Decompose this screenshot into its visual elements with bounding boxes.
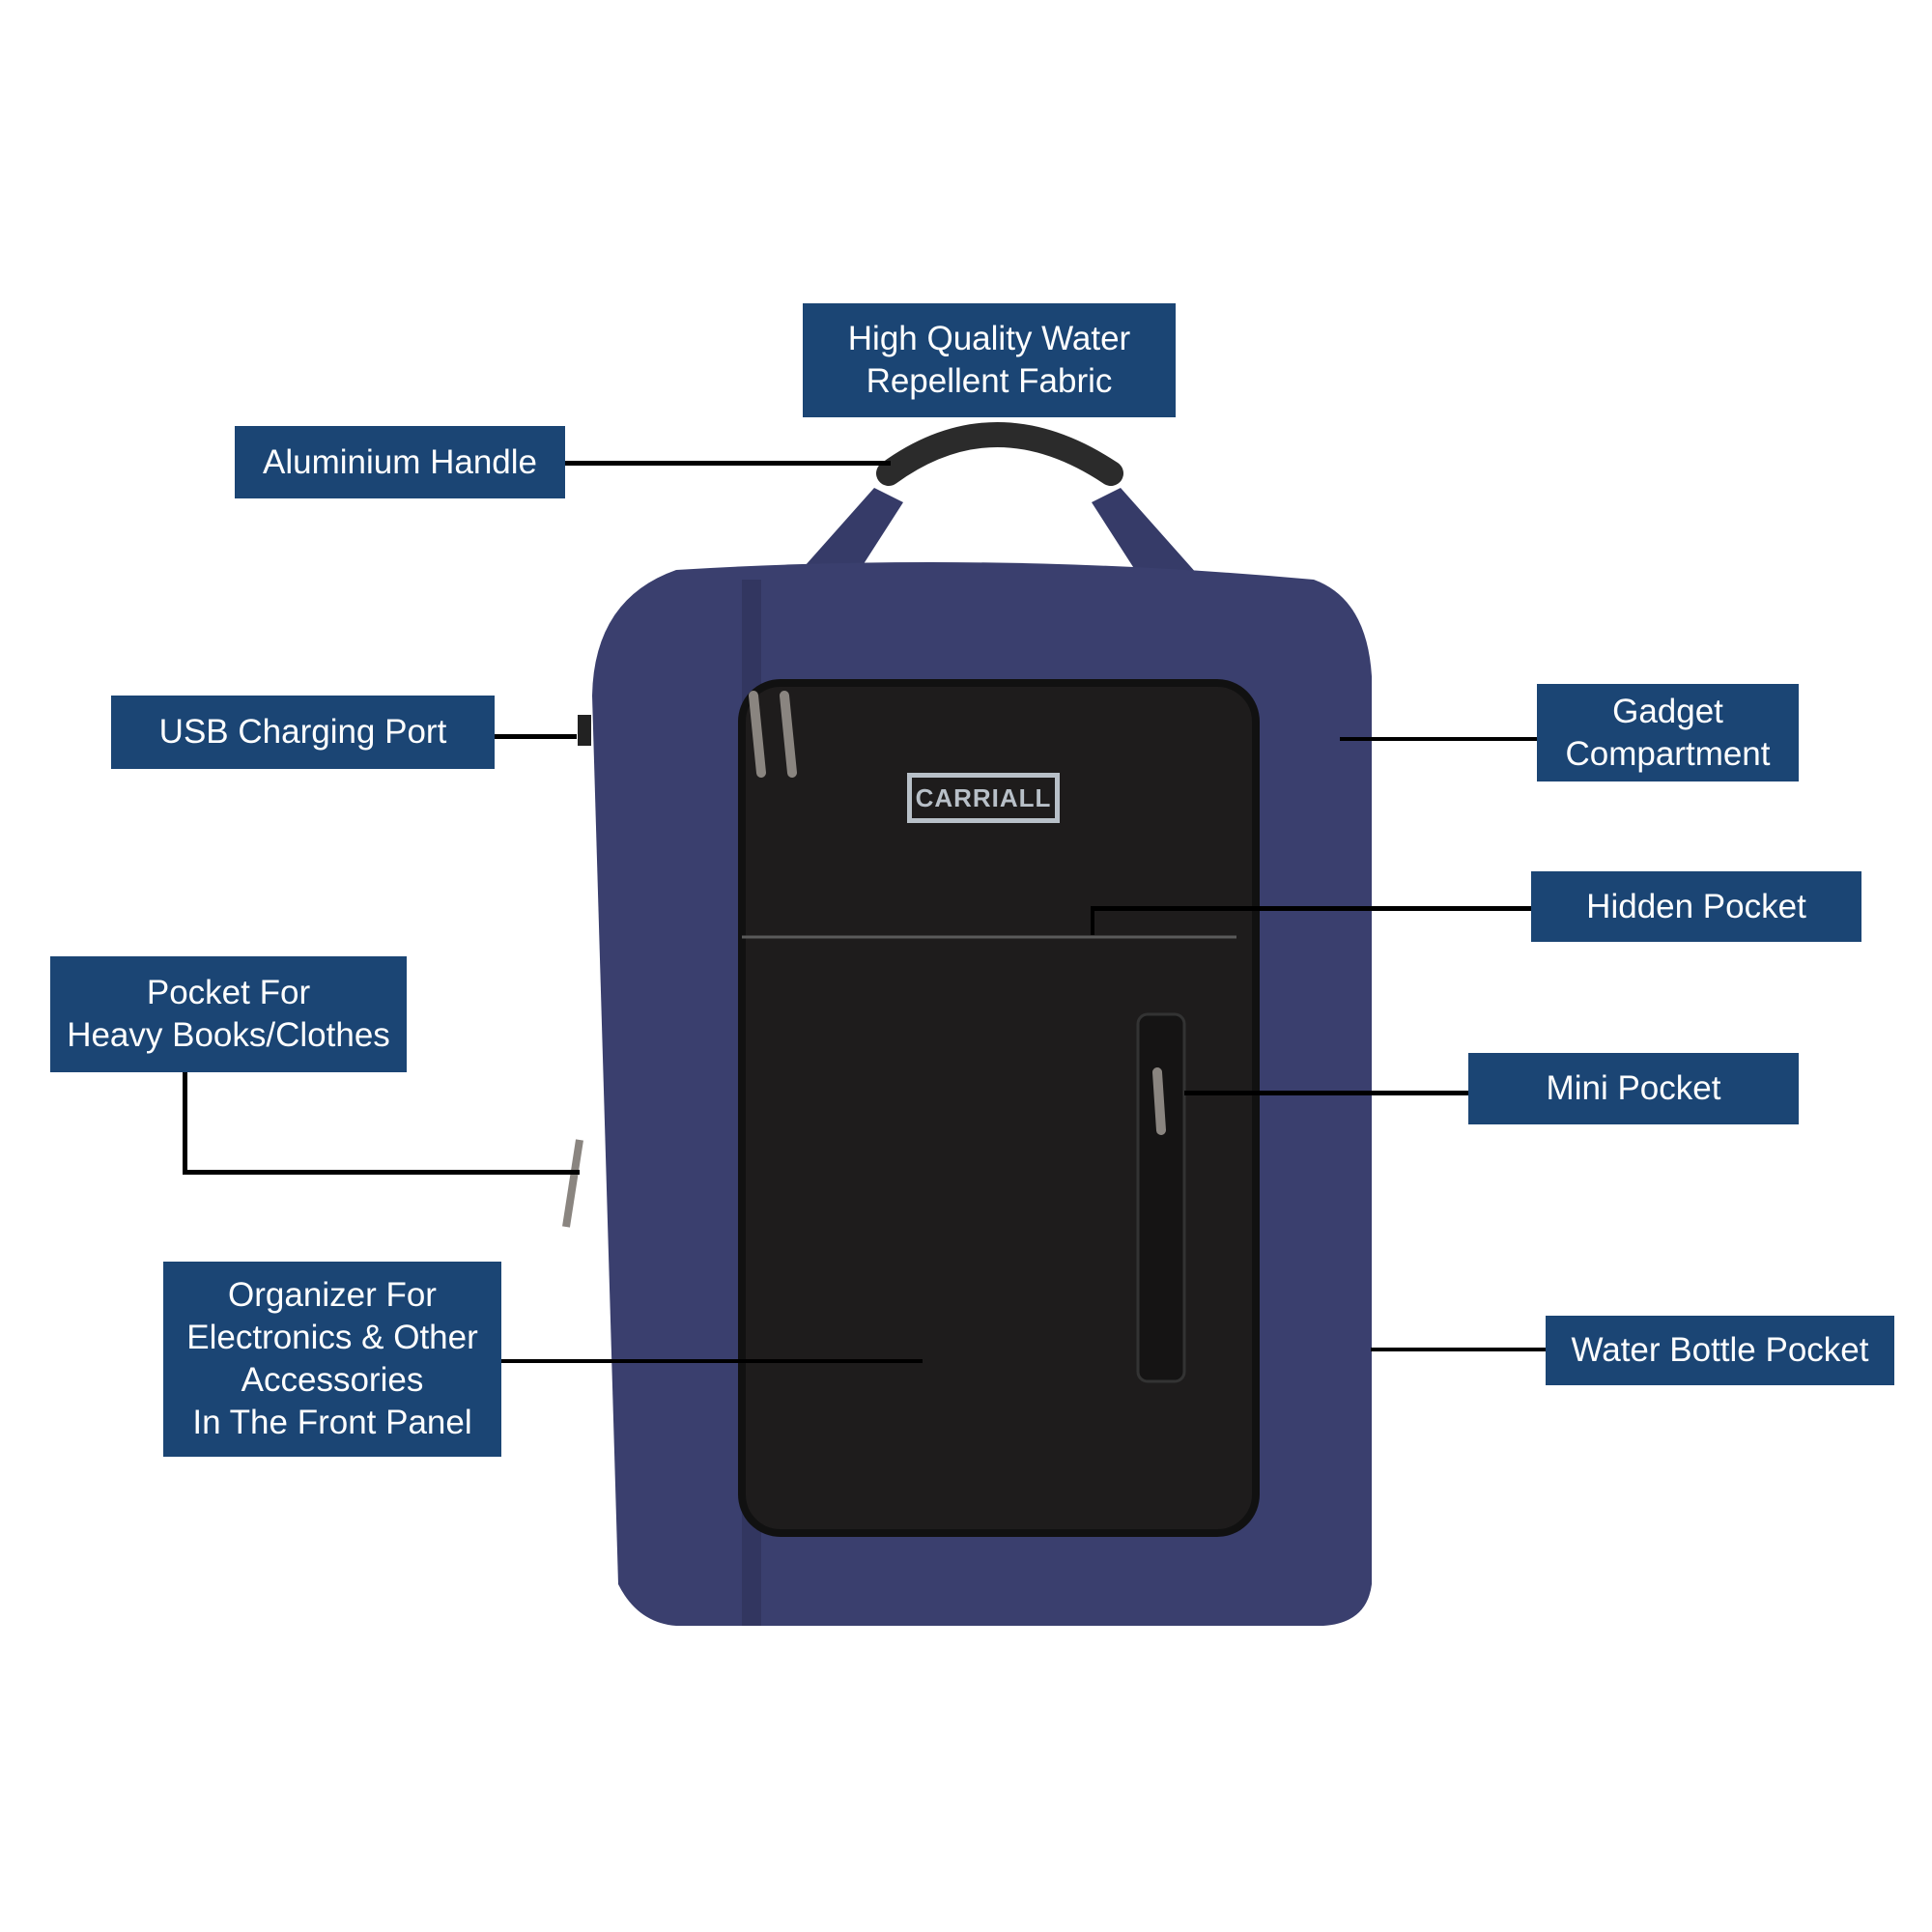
handle-callout-line — [565, 461, 891, 466]
bottle-callout-line — [1371, 1348, 1546, 1351]
heavy-pocket-label: Pocket For Heavy Books/Clothes — [50, 956, 407, 1072]
organizer-label: Organizer For Electronics & Other Access… — [163, 1262, 501, 1457]
heavy-pocket-callout-line-v — [183, 1072, 187, 1174]
brand-logo: CARRIALL — [907, 773, 1060, 823]
bottle-label: Water Bottle Pocket — [1546, 1316, 1894, 1385]
hidden-callout-line-h — [1093, 906, 1531, 911]
heavy-pocket-callout-line-h — [183, 1170, 580, 1175]
usb-label: USB Charging Port — [111, 696, 495, 769]
heavy-pocket-label-text: Pocket For Heavy Books/Clothes — [67, 974, 390, 1054]
hidden-callout-line-v — [1091, 906, 1094, 935]
mini-label-text: Mini Pocket — [1546, 1069, 1721, 1107]
gadget-label-text: Gadget Compartment — [1565, 692, 1771, 773]
bottle-label-text: Water Bottle Pocket — [1571, 1331, 1869, 1369]
mini-callout-line — [1184, 1091, 1531, 1095]
usb-label-text: USB Charging Port — [158, 713, 447, 751]
usb-callout-line — [495, 734, 577, 739]
hidden-label: Hidden Pocket — [1531, 871, 1861, 942]
organizer-label-text: Organizer For Electronics & Other Access… — [186, 1276, 478, 1441]
gadget-label: Gadget Compartment — [1537, 684, 1799, 781]
mini-label: Mini Pocket — [1468, 1053, 1799, 1124]
handle-label-text: Aluminium Handle — [262, 442, 538, 481]
handle-label: Aluminium Handle — [235, 426, 565, 498]
hidden-label-text: Hidden Pocket — [1586, 887, 1806, 925]
gadget-callout-line — [1340, 737, 1537, 741]
organizer-callout-line — [501, 1359, 923, 1363]
fabric-label: High Quality Water Repellent Fabric — [803, 303, 1176, 417]
fabric-label-text: High Quality Water Repellent Fabric — [847, 320, 1131, 400]
